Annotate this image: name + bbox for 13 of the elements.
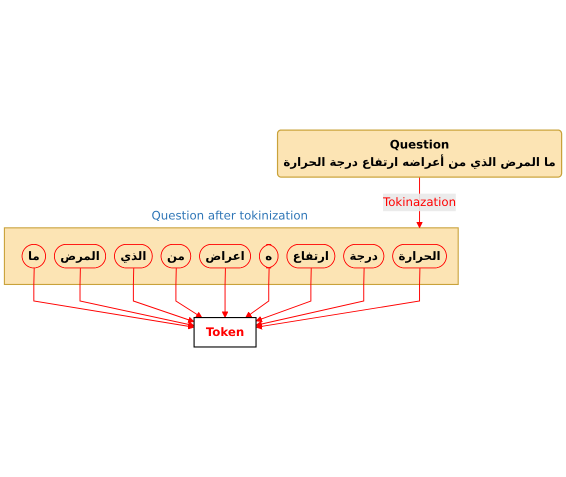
- arrow: [256, 268, 420, 330]
- node-label: Question after tokinization: [152, 208, 308, 223]
- arrow: [256, 268, 365, 328]
- arrow: [222, 268, 228, 318]
- arrow: [175, 268, 202, 318]
- edge-label: Tokinazation: [383, 195, 456, 210]
- cluster: [4, 227, 459, 286]
- arrow: [132, 268, 194, 323]
- arrow: [33, 268, 194, 330]
- arrow: [245, 268, 270, 318]
- node-box: Token: [194, 317, 257, 348]
- arrow: [256, 268, 312, 322]
- arrow: [80, 268, 194, 328]
